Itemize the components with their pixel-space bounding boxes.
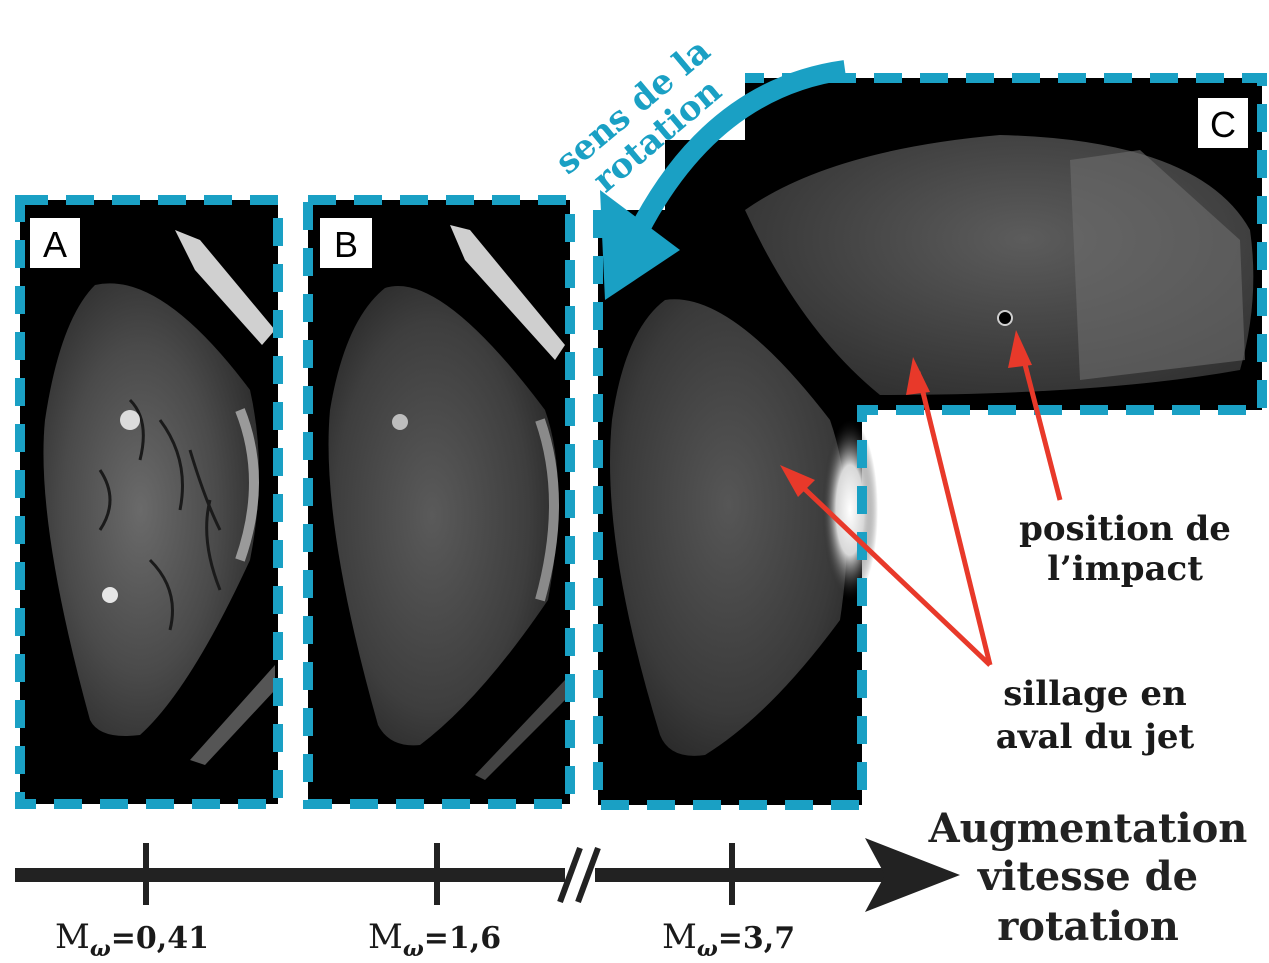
panel-c-impact-point xyxy=(998,311,1012,325)
panel-c-letter: C xyxy=(1210,104,1236,145)
tick-label-1: Mω=0,41 xyxy=(55,917,209,962)
tick-label-2-sub: ω xyxy=(403,936,424,962)
tick-label-3: Mω=3,7 xyxy=(662,917,795,962)
tick-label-3-sub: ω xyxy=(697,936,718,962)
panel-b: B xyxy=(308,200,570,804)
wake-arrow-line-1 xyxy=(918,372,990,665)
tick-label-1-value: =0,41 xyxy=(111,921,209,956)
axis-label-line2: vitesse de xyxy=(977,853,1198,900)
tick-label-1-main: M xyxy=(55,917,90,957)
impact-label-line2: l’impact xyxy=(1047,549,1203,589)
tick-label-3-main: M xyxy=(662,917,697,957)
axis-label-line1: Augmentation xyxy=(928,805,1248,852)
tick-label-2-main: M xyxy=(368,917,403,957)
tick-label-3-value: =3,7 xyxy=(718,921,795,956)
tick-label-2-value: =1,6 xyxy=(424,921,501,956)
panel-b-bright-spot xyxy=(392,414,408,430)
panel-a-bright-spot-2 xyxy=(102,587,118,603)
speed-axis xyxy=(15,838,960,912)
axis-label-line3: rotation xyxy=(997,903,1179,950)
wake-label-line2: aval du jet xyxy=(996,717,1195,757)
panel-a-letter: A xyxy=(43,224,67,265)
panel-b-letter: B xyxy=(334,224,358,265)
panel-a-bright-spot xyxy=(120,410,140,430)
axis-break-icon xyxy=(560,848,598,902)
impact-label-line1: position de xyxy=(1019,509,1231,549)
tick-label-1-sub: ω xyxy=(90,936,111,962)
wake-label-line1: sillage en xyxy=(1003,674,1187,714)
tick-label-2: Mω=1,6 xyxy=(368,917,501,962)
panel-a: A xyxy=(20,200,278,804)
